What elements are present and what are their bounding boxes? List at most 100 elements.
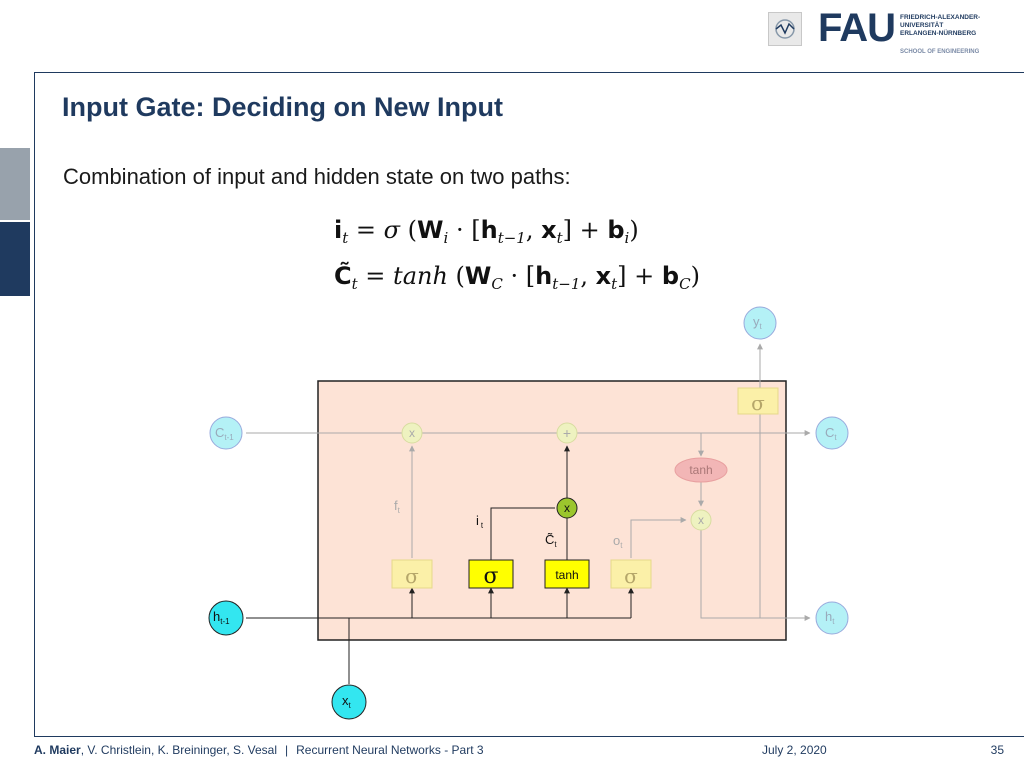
input-gate <box>468 559 514 589</box>
side-tab-gray <box>0 148 30 220</box>
left-frame-line <box>34 72 35 736</box>
eq2-x: x <box>595 262 612 290</box>
output-gate-path <box>630 517 687 558</box>
footer-date: July 2, 2020 <box>762 743 827 757</box>
add-op-label: + <box>563 425 571 441</box>
tanh-gate-label: tanh <box>555 568 578 582</box>
output-mult-op <box>690 509 712 531</box>
eq1-lhs-sub: t <box>342 229 349 247</box>
c-prev-sub: t-1 <box>224 433 234 442</box>
output-gate-label: σ <box>624 564 638 588</box>
x-in-sub: t <box>349 701 352 710</box>
c-out-main: C <box>825 425 834 440</box>
output-mult-label: x <box>698 513 704 527</box>
o-label-sub: t <box>620 541 623 550</box>
h-prev-sub: t-1 <box>220 617 230 626</box>
svg-text:ht-1: ht-1 <box>213 609 230 626</box>
svg-text:ht: ht <box>825 609 835 626</box>
page-title: Input Gate: Deciding on New Input <box>62 92 503 122</box>
forget-gate <box>391 559 433 589</box>
h-prev-node <box>208 600 244 636</box>
bottom-frame-line <box>34 736 1024 737</box>
add-op <box>556 422 578 444</box>
h-prev-main: h <box>213 609 220 624</box>
lstm-diagram: Ct-1 Ct yt ht ht-1 xt x + x x tanh σ σ t… <box>208 306 849 720</box>
eq1-weight-sub: i <box>443 229 449 247</box>
x-in-main: x <box>342 693 349 708</box>
input-mult-label: x <box>564 501 570 515</box>
svg-text:ot: ot <box>613 533 623 550</box>
input-gate-label: σ <box>483 564 498 589</box>
forget-mult-label: x <box>409 426 415 440</box>
footer-lead-author: A. Maier <box>34 743 81 757</box>
eq1-x: x <box>541 216 557 244</box>
eq1-bias-sub: i <box>624 229 630 247</box>
y-out-main: y <box>753 314 760 329</box>
y-output-gate <box>737 387 779 415</box>
eq2-func: tanh <box>393 262 448 290</box>
footer-page-number: 35 <box>990 743 1004 757</box>
tanh-op <box>674 457 728 483</box>
svg-text:Ct-1: Ct-1 <box>215 425 234 442</box>
eq1-func: σ <box>383 216 401 244</box>
eq2-lhs: C̃ <box>334 262 352 290</box>
i-label-sub: t <box>481 521 484 530</box>
footer-lecture: Recurrent Neural Networks - Part 3 <box>296 743 484 757</box>
tech-faculty-logo-icon <box>768 12 802 46</box>
slide-footer: A. Maier, V. Christlein, K. Breininger, … <box>34 743 1004 759</box>
svg-text:it: it <box>476 513 484 530</box>
footer-separator: | <box>285 743 289 757</box>
fau-logo: FAU <box>818 6 896 50</box>
o-label-main: o <box>613 533 620 548</box>
eq2-weight-sub: C <box>491 275 503 293</box>
eq1-bias: b <box>607 216 625 244</box>
c-prev-node <box>209 416 243 450</box>
c-prev-main: C <box>215 425 224 440</box>
eq1-x-sub: t <box>556 229 563 247</box>
eq2-bias-sub: C <box>679 275 691 293</box>
y-out-node <box>743 306 777 340</box>
eq1-h-sub: t−1 <box>497 229 526 247</box>
hidden-out-path <box>700 530 811 621</box>
svg-text:Ct: Ct <box>825 425 837 442</box>
school-name: SCHOOL OF ENGINEERING <box>900 49 980 55</box>
svg-text:xt: xt <box>342 693 352 710</box>
equation-input-gate: it = σ (Wi · [ht−1, xt] + bi) <box>334 216 639 247</box>
f-label-main: f <box>394 498 398 513</box>
c-tilde-label-main: C̃ <box>545 532 554 547</box>
top-frame-line <box>34 72 1024 73</box>
i-label-main: i <box>476 513 479 528</box>
y-out-sub: t <box>760 322 763 331</box>
input-gate-to-mult <box>490 507 555 560</box>
output-gate <box>610 559 652 589</box>
eq1-h: h <box>480 216 498 244</box>
tanh-op-label: tanh <box>689 463 712 477</box>
footer-co-authors: , V. Christlein, K. Breininger, S. Vesal <box>80 743 278 757</box>
h-out-sub: t <box>832 617 835 626</box>
lstm-cell-box <box>317 380 787 641</box>
x-in-node <box>331 684 367 720</box>
svg-text:C̃t: C̃t <box>545 532 557 549</box>
eq1-weight: W <box>417 216 444 244</box>
forget-mult-op <box>401 422 423 444</box>
y-output-gate-label: σ <box>751 391 765 415</box>
svg-text:ft: ft <box>394 498 401 515</box>
eq2-h-sub: t−1 <box>552 275 581 293</box>
tanh-gate <box>544 559 590 589</box>
c-out-sub: t <box>834 433 837 442</box>
intro-text: Combination of input and hidden state on… <box>63 164 571 189</box>
c-out-node <box>815 416 849 450</box>
side-tab-blue <box>0 222 30 296</box>
eq2-lhs-sub: t <box>351 275 358 293</box>
h-out-node <box>815 601 849 635</box>
university-name: FRIEDRICH-ALEXANDER- UNIVERSITÄT ERLANGE… <box>900 14 981 37</box>
input-mult-op <box>556 497 578 519</box>
c-tilde-label-sub: t <box>554 540 557 549</box>
eq2-h: h <box>535 262 553 290</box>
eq1-lhs: i <box>334 216 343 244</box>
equation-candidate: C̃t = tanh (WC · [ht−1, xt] + bC) <box>334 262 700 293</box>
eq2-x-sub: t <box>611 275 618 293</box>
h-out-main: h <box>825 609 832 624</box>
eq2-bias: b <box>661 262 680 290</box>
footer-authors: A. Maier, V. Christlein, K. Breininger, … <box>34 743 484 757</box>
